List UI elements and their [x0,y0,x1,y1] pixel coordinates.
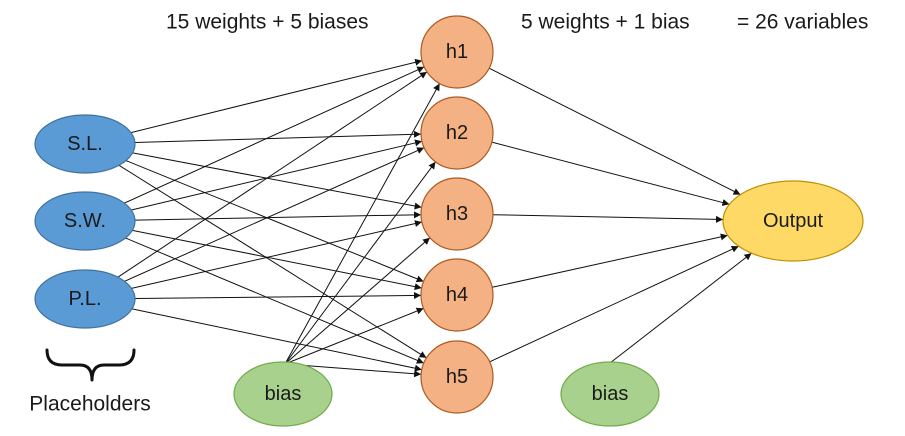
edge-bias2-out [609,252,752,364]
edge-pl-h5 [131,308,422,372]
edge-sw-h1 [124,66,425,204]
edge-sl-h4 [125,160,424,283]
output-bias-node: bias [560,361,660,427]
hidden-node-h4-label: h4 [446,284,468,306]
edge-h1-out [488,67,741,196]
edge-pl-h1 [117,71,428,278]
edge-pl-h3 [131,220,423,289]
hidden-node-h5: h5 [420,340,494,414]
edge-sl-h5 [118,164,427,359]
hidden-bias-node: bias [233,361,333,427]
hidden-bias-node-label: bias [265,383,302,405]
edge-pl-h2 [124,147,425,282]
edge-h5-out [489,245,739,363]
edge-sw-h5 [125,237,424,364]
input-node-sw-label: S.W. [64,210,106,232]
edge-h4-out [492,233,728,288]
output-bias-node-label: bias [592,383,629,405]
edge-sl-h2 [134,130,422,143]
edge-sw-h2 [131,139,423,211]
edge-bias1-h4 [284,307,424,365]
hidden-node-h3-label: h3 [446,203,468,225]
hidden-node-h4: h4 [420,258,494,332]
edge-sw-h3 [134,211,422,221]
edge-h3-out [492,214,724,223]
input-node-pl-label: P.L. [69,288,102,310]
edge-sl-h1 [130,58,423,134]
edge-h2-out [491,141,730,206]
hidden-node-h5-label: h5 [446,366,468,388]
edge-sw-h4 [132,229,422,291]
edge-bias1-h1 [284,83,441,365]
output-node: Output [722,180,864,262]
edge-bias1-h2 [284,161,436,365]
input-node-sl: S.L. [34,114,136,174]
hidden-node-h1-label: h1 [446,41,468,63]
hidden-node-h2-label: h2 [446,122,468,144]
output-layer-params-label: 5 weights + 1 bias [521,11,690,34]
total-variables-label: = 26 variables [737,11,868,34]
placeholders-brace [45,348,136,382]
hidden-layer-params-label: 15 weights + 5 biases [166,11,369,34]
input-node-sl-label: S.L. [67,133,103,155]
input-node-sw: S.W. [34,191,136,251]
edge-pl-h4 [134,291,422,299]
output-node-label: Output [763,210,823,232]
hidden-node-h2: h2 [420,96,494,170]
placeholders-label: Placeholders [29,393,150,416]
hidden-node-h1: h1 [420,15,494,89]
connection-edges [117,58,752,378]
edge-sl-h3 [132,152,422,210]
edge-bias1-h3 [284,237,431,365]
input-node-pl: P.L. [34,269,136,329]
hidden-node-h3: h3 [420,177,494,251]
